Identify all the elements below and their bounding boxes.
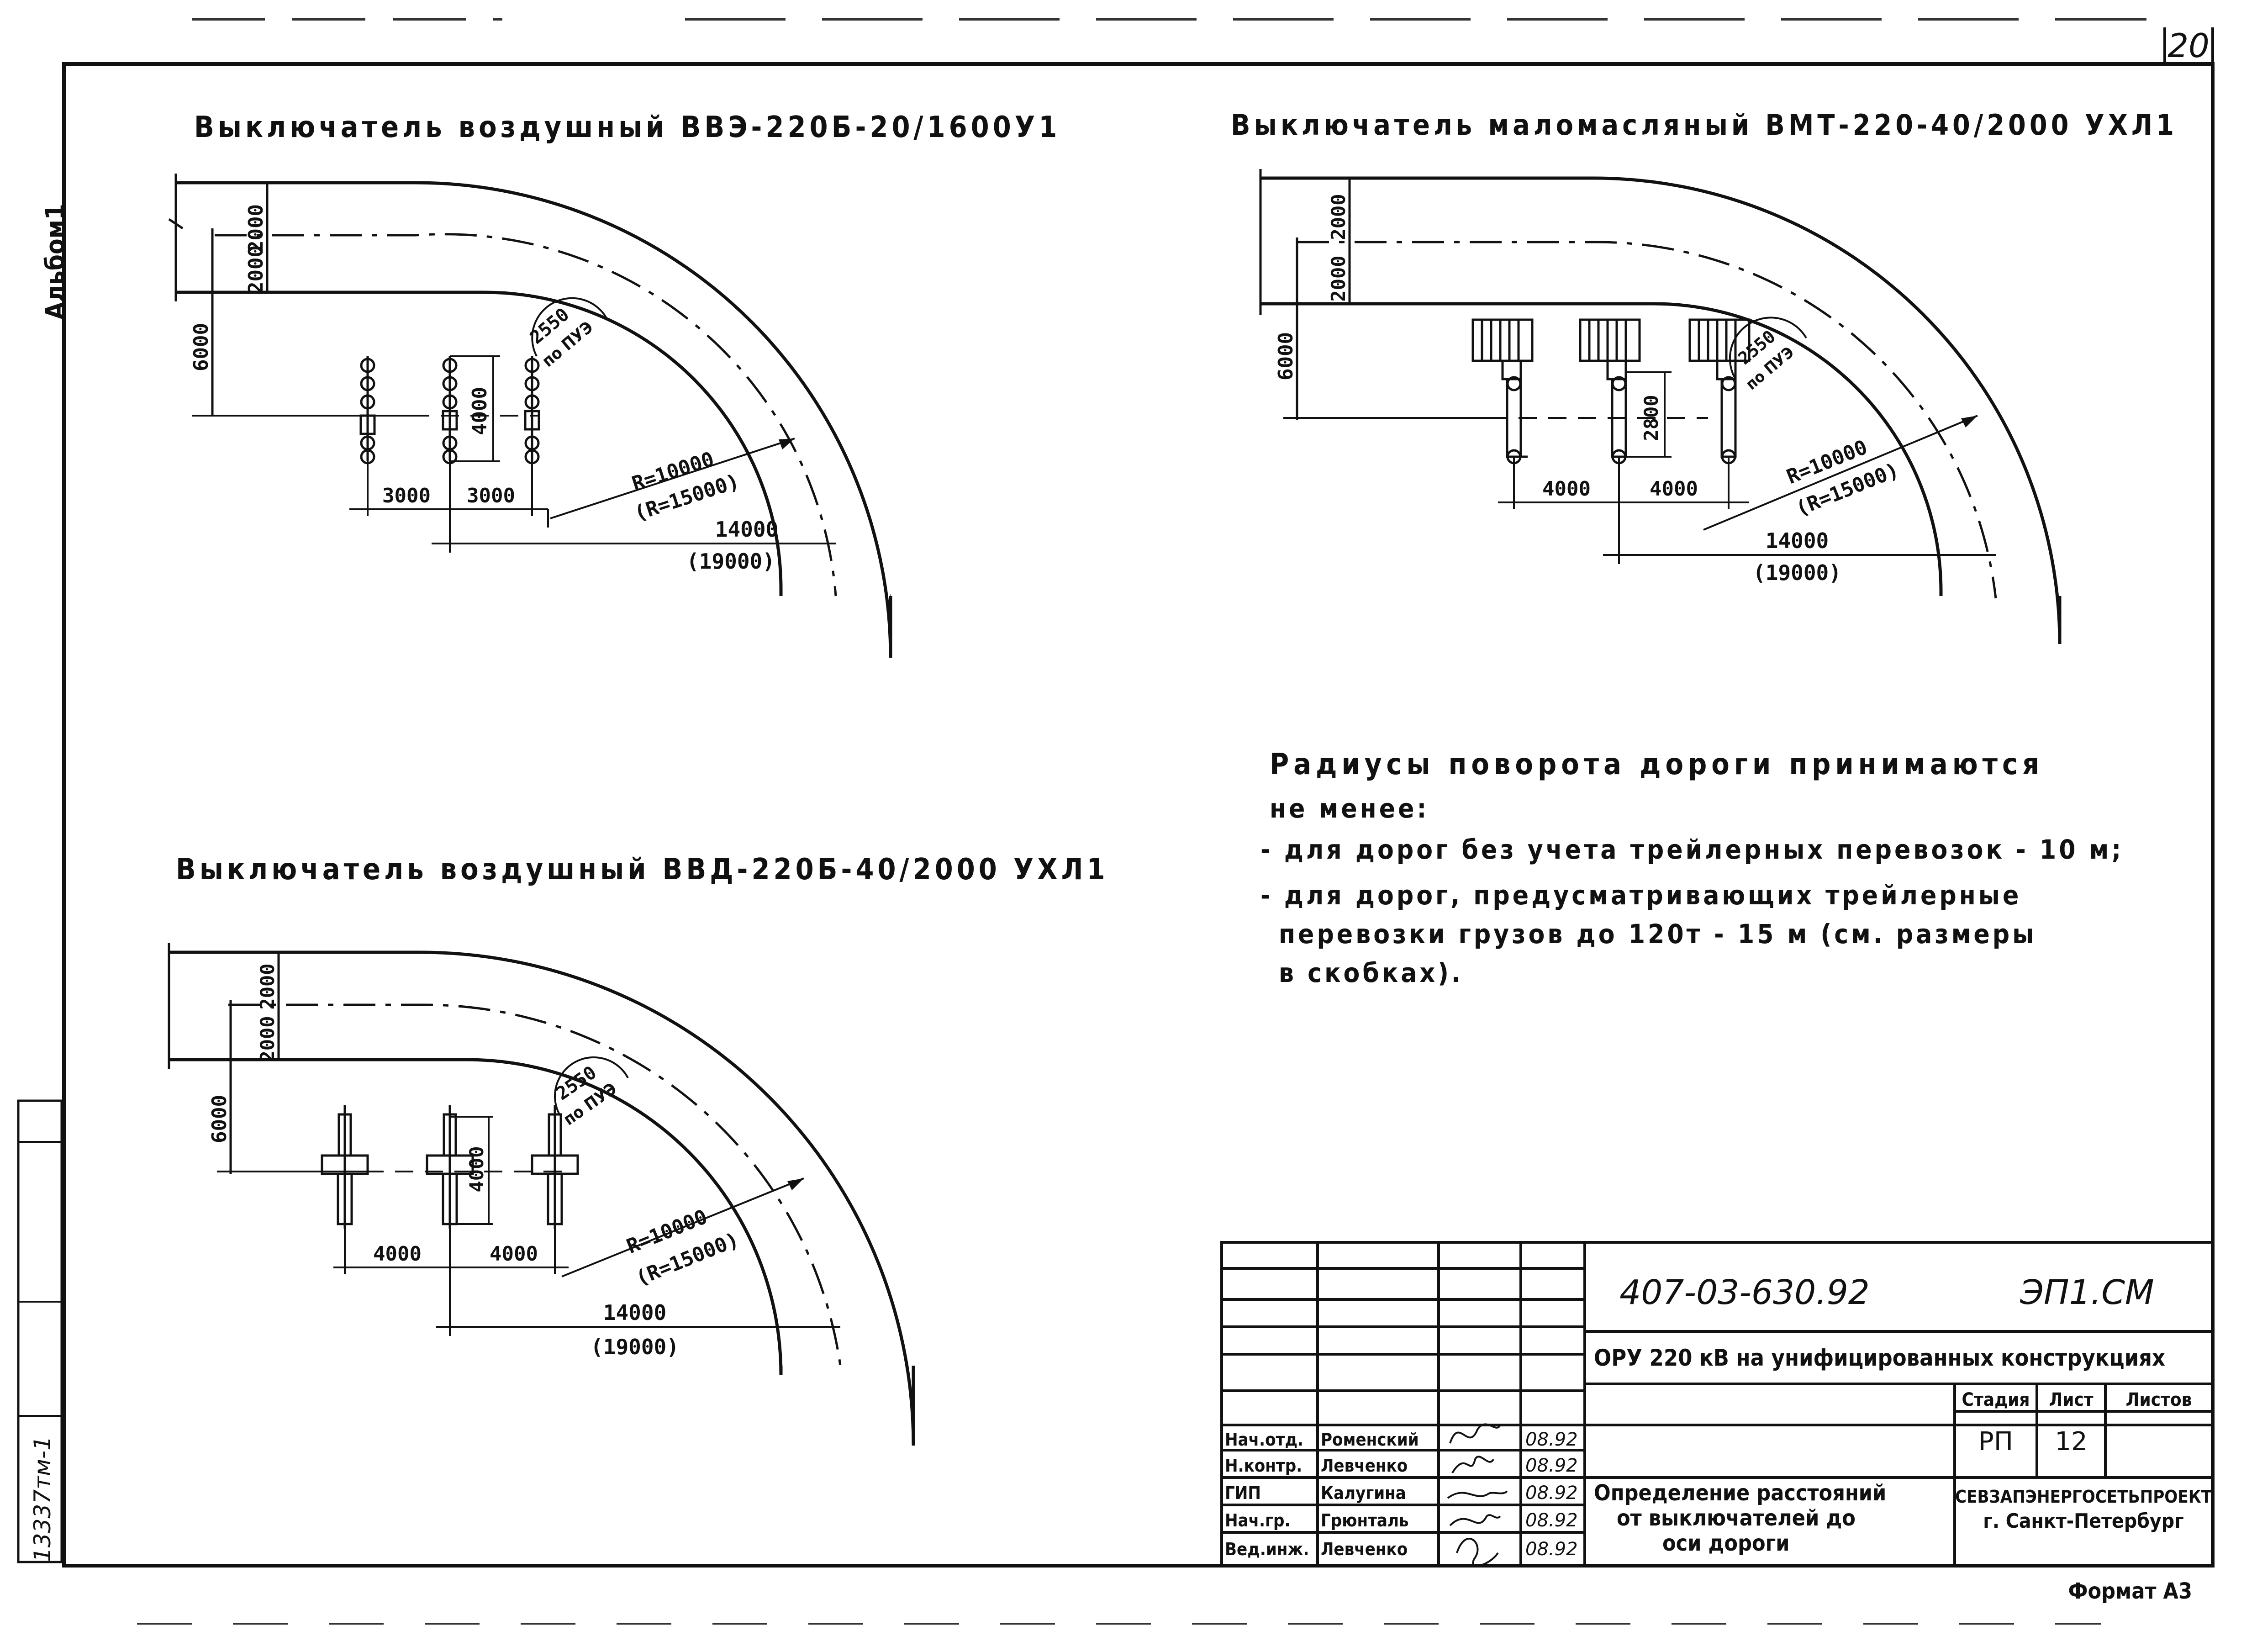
drawing-title-1: Определение расстояний	[1594, 1480, 1886, 1506]
row-role: Нач.гр.	[1225, 1510, 1290, 1531]
row-role: ГИП	[1225, 1483, 1261, 1503]
panel-a-dim-14000: 14000	[715, 517, 778, 542]
row-date: 08.92	[1525, 1455, 1578, 1476]
notes-line-6: в скобках).	[1279, 957, 1463, 988]
panel-a-road-edge-outer	[176, 181, 892, 658]
road-radius-notes: Радиусы поворота дороги принимаются не м…	[1260, 748, 2124, 988]
panel-a-breaker-3	[524, 356, 540, 464]
panel-c-dim-4000-b: 4000	[490, 1242, 538, 1266]
sheets-header: Листов	[2126, 1389, 2192, 1410]
scan-edge-marks	[137, 18, 2146, 1625]
row-name: Левченко	[1321, 1539, 1408, 1559]
panel-c-road-axis	[228, 1003, 842, 1366]
panel-b-title: Выключатель маломасляный ВМТ-220-40/2000…	[1231, 108, 2178, 142]
panel-b-dim-2000-b: 2000	[1327, 255, 1350, 301]
panel-a-dim-14000-alt: (19000)	[686, 549, 775, 574]
panel-c-breaker-1	[321, 1105, 369, 1229]
row-name: Левченко	[1321, 1456, 1408, 1476]
panel-a-dim-2000-a: 2000	[244, 204, 268, 253]
notes-line-3: - для дорог без учета трейлерных перевоз…	[1260, 834, 2124, 865]
panel-c-dim-4000-a: 4000	[373, 1242, 422, 1266]
doc-code: 407-03-630.92	[1619, 1273, 1870, 1312]
signature-rows: Нач.отд. Роменский 08.92 Н.контр. Левчен…	[1225, 1429, 1578, 1560]
panel-b-dim-4000-b: 4000	[1650, 477, 1698, 501]
stage-header: Стадия	[1962, 1389, 2030, 1410]
row-date: 08.92	[1525, 1510, 1578, 1531]
panel-a-dim-2000-b: 2000	[244, 245, 268, 294]
panel-c-dim-2000-a: 2000	[256, 963, 279, 1009]
page-number: 20	[2167, 26, 2210, 65]
notes-line-2: не менее:	[1270, 793, 1429, 824]
panel-b-dim-2800: 2800	[1640, 395, 1662, 441]
panel-a-road-edge-inner	[176, 290, 783, 596]
panel-a-dim-3000-b: 3000	[467, 484, 515, 507]
panel-c-dim-14000: 14000	[603, 1300, 666, 1325]
notes-line-5: перевозки грузов до 120т - 15 м (см. раз…	[1279, 918, 2036, 950]
panel-a-vve: Выключатель воздушный ВВЭ-220Б-20/1600У1…	[168, 111, 1060, 658]
panel-c-breaker-3	[531, 1105, 579, 1229]
panel-c-dim-14000-alt: (19000)	[591, 1335, 679, 1359]
panel-c-title: Выключатель воздушный ВВД-220Б-40/2000 У…	[176, 853, 1109, 887]
left-stamp-strip	[17, 1099, 63, 1563]
panel-b-breaker-2	[1579, 318, 1641, 464]
stage-value: РП	[1978, 1427, 2013, 1457]
page-number-box	[2163, 27, 2214, 65]
panel-c-road-edge-inner	[169, 1058, 783, 1375]
signatures	[1447, 1423, 1508, 1567]
row-role: Н.контр.	[1225, 1456, 1302, 1476]
title-block	[1220, 1241, 2214, 1567]
format-label: Формат А3	[2068, 1578, 2192, 1604]
panel-b-dim-14000-alt: (19000)	[1753, 560, 1841, 585]
notes-line-4: - для дорог, предусматривающих трейлерны…	[1260, 880, 2021, 911]
drawing-title-3: оси дороги	[1662, 1531, 1790, 1556]
panel-b-breaker-3	[1688, 318, 1751, 464]
row-role: Нач.отд.	[1225, 1430, 1303, 1450]
organization-city: г. Санкт-Петербург	[1983, 1509, 2183, 1533]
panel-b-road-edge-inner	[1260, 302, 1943, 596]
panel-a-breaker-1	[359, 356, 376, 464]
panel-b-breaker-1	[1471, 318, 1534, 464]
panel-c-vvd: Выключатель воздушный ВВД-220Б-40/2000 У…	[168, 853, 1109, 1446]
row-date: 08.92	[1525, 1429, 1578, 1450]
drawing-frame	[62, 62, 2215, 1568]
album-label: Альбом1	[41, 204, 70, 320]
sheet-value: 12	[2055, 1427, 2087, 1457]
row-name: Грюнталь	[1321, 1510, 1409, 1531]
inventory-number: 13337тм-1	[29, 1436, 56, 1562]
notes-line-1: Радиусы поворота дороги принимаются	[1270, 748, 2044, 781]
panel-b-dim-2000-a: 2000	[1327, 194, 1350, 240]
panel-a-dim-6000: 6000	[190, 323, 213, 371]
panel-c-road-edge-outer	[169, 950, 915, 1446]
panel-a-title: Выключатель воздушный ВВЭ-220Б-20/1600У1	[194, 111, 1060, 144]
panel-c-dim-2000-b: 2000	[256, 1016, 279, 1062]
panel-a-road-axis	[215, 233, 837, 596]
panel-c-dim-6000: 6000	[208, 1095, 231, 1143]
panel-b-dim-14000: 14000	[1766, 528, 1829, 553]
row-name: Роменский	[1321, 1430, 1419, 1450]
panel-a-dim-4000: 4000	[468, 387, 491, 435]
panel-a-breaker-2	[442, 356, 458, 464]
project-name: ОРУ 220 кВ на унифицированных конструкци…	[1594, 1345, 2165, 1371]
panel-b-dim-6000: 6000	[1274, 332, 1297, 380]
panel-b-dim-4000-a: 4000	[1542, 477, 1591, 501]
panel-b-road-axis	[1297, 241, 1997, 599]
panel-a-dim-3000-a: 3000	[382, 484, 431, 507]
sheet-code: ЭП1.СМ	[2020, 1273, 2154, 1312]
panel-c-dim-4000-v: 4000	[465, 1146, 488, 1192]
sheet-header: Лист	[2049, 1389, 2093, 1410]
row-date: 08.92	[1525, 1539, 1578, 1560]
organization: СЕВЗАПЭНЕРГОСЕТЬПРОЕКТ	[1955, 1487, 2212, 1507]
panel-b-road-edge-outer	[1260, 176, 2062, 644]
row-date: 08.92	[1525, 1483, 1578, 1504]
row-role: Вед.инж.	[1225, 1539, 1309, 1559]
row-name: Калугина	[1321, 1483, 1406, 1503]
panel-b-vmt: Выключатель маломасляный ВМТ-220-40/2000…	[1231, 108, 2178, 644]
drawing-title-2: от выключателей до	[1617, 1505, 1856, 1531]
